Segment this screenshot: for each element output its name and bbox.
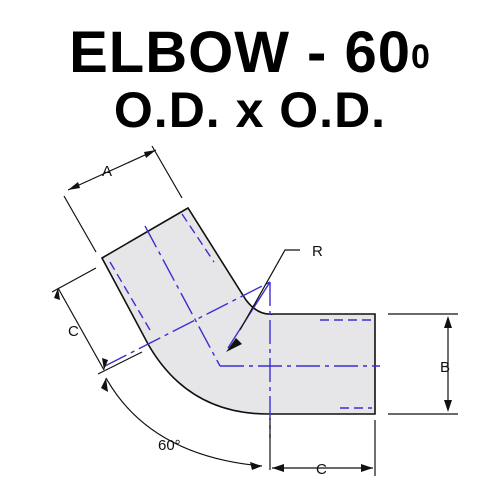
title-line-1: ELBOW - 600: [0, 22, 500, 84]
title-text: ELBOW - 60: [69, 20, 411, 85]
dimension-a: [63, 145, 183, 253]
title-line-2: O.D. x O.D.: [113, 82, 387, 138]
radius-leader: [226, 249, 300, 352]
label-a: A: [102, 163, 112, 180]
dimension-c-left: [51, 267, 143, 375]
elbow-body: [100, 206, 376, 415]
label-angle: 60°: [158, 437, 181, 454]
dimension-b: [388, 313, 458, 415]
dimension-c-bottom: [272, 420, 376, 476]
wall-hidden-lines: [109, 213, 372, 409]
label-c-bottom: C: [316, 461, 327, 478]
label-c-left: C: [68, 323, 79, 340]
label-b: B: [440, 359, 450, 376]
angle-arc: [105, 377, 271, 470]
label-r: R: [312, 243, 323, 260]
degree-mark: 0: [411, 38, 431, 76]
